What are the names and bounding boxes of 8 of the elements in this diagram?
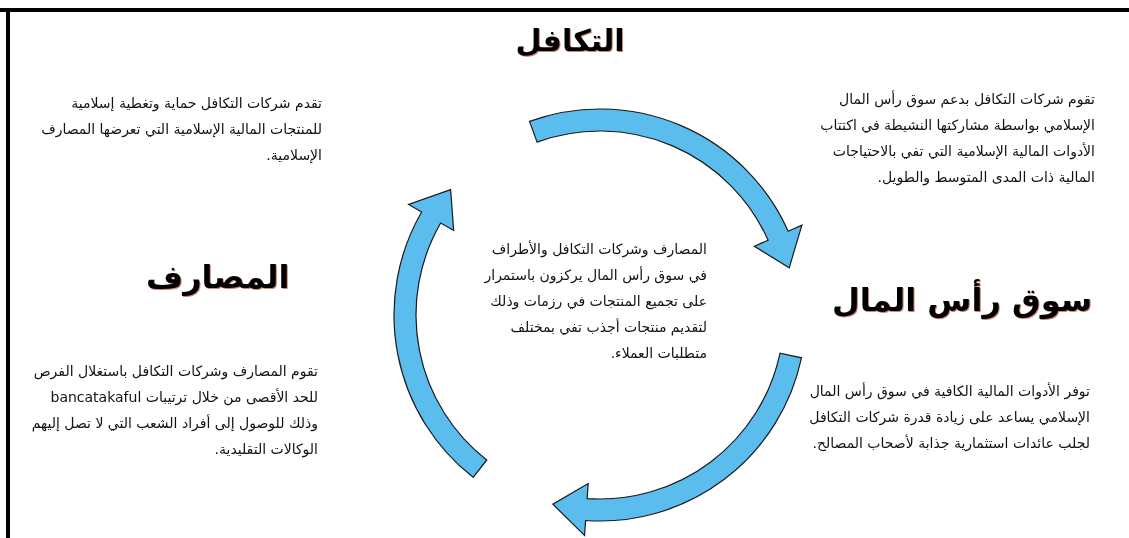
section-heading: سوق رأس المال bbox=[832, 281, 1093, 319]
description-text: المصارف وشركات التكافل والأطراف في سوق رأس المال يركزون باستمرار على تجميع المنتجات في رزمات وذلك لتقديم منتجات أجذب تفي بمختلف متطلبات العملاء. bbox=[483, 239, 707, 363]
description-text: تقوم المصارف وشركات التكافل باستغلال الفرص للحد الأقصى من خلال ترتيبات bancatakaful وذلك للوصول إلى أفراد الشعب التي لا تصل إليهم الوكالات التقليدية. bbox=[30, 362, 318, 460]
description-text: تقوم شركات التكافل بدعم سوق رأس المال الإسلامي بواسطة مشاركتها النشيطة في اكتتاب الأدوات المالية الإسلامية التي تفي بالاحتياجات المالية ذات المدى المتوسط والطويل. bbox=[819, 89, 1095, 188]
section-heading: المصارف bbox=[146, 258, 290, 296]
description-text: توفر الأدوات المالية الكافية في سوق رأس المال الإسلامي يساعد على زيادة قدرة شركات التكافل لجلب عائدات استثمارية جذابة لأصحاب المصالح. bbox=[808, 381, 1090, 454]
description-text: تقدم شركات التكافل حماية وتغطية إسلامية للمنتجات المالية الإسلامية التي تعرضها المصارف الإسلامية. bbox=[40, 94, 322, 165]
section-heading: التكافل bbox=[515, 22, 625, 58]
